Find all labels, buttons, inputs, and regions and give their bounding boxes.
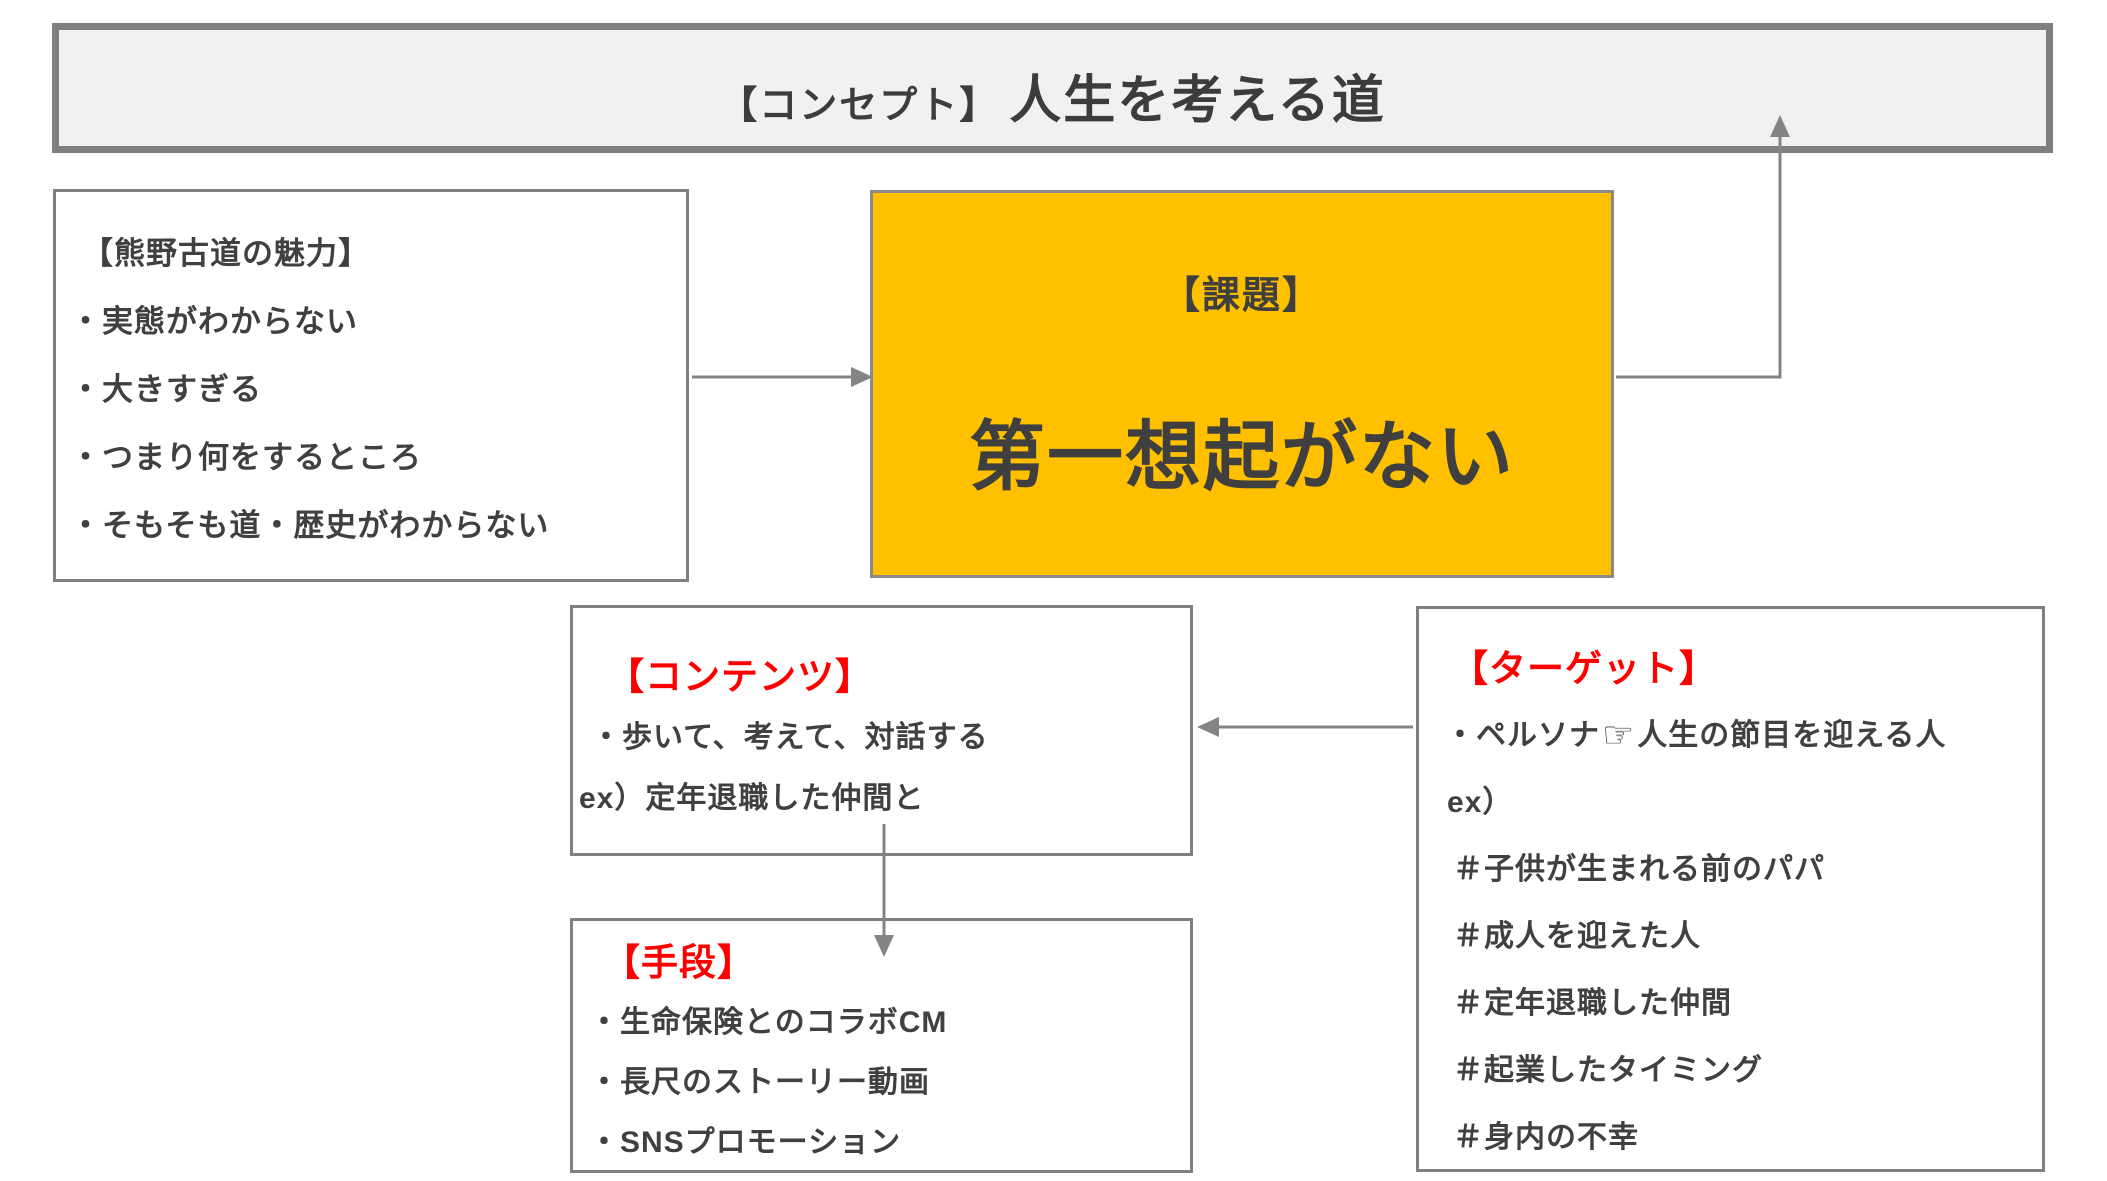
target-item: ＃定年退職した仲間 [1453, 986, 1732, 1020]
target-box: 【ターゲット】 ・ペルソナ ☞ 人生の節目を迎える人 ex） ＃子供が生まれる前… [1416, 606, 2045, 1172]
means-item: ・生命保険とのコラボCM [589, 1006, 948, 1039]
contents-item: ex）定年退職した仲間と [579, 781, 925, 815]
target-item: ＃子供が生まれる前のパパ [1453, 852, 1825, 886]
issue-box-label: 【課題】 [1161, 274, 1322, 317]
appeal-item: ・実態がわからない [70, 303, 358, 339]
target-persona-line: ・ペルソナ ☞ 人生の節目を迎える人 [1443, 698, 2042, 765]
issue-box-title: 第一想起がない [969, 414, 1515, 500]
target-box-heading: 【ターゲット】 [1451, 647, 1717, 689]
contents-box: 【コンテンツ】 ・歩いて、考えて、対話する ex）定年退職した仲間と [570, 605, 1193, 856]
concept-banner-title: 人生を考える道 [1009, 72, 1386, 130]
appeal-item: ・そもそも道・歴史がわからない [70, 507, 550, 543]
concept-banner: 【コンセプト】 人生を考える道 [52, 23, 2053, 153]
target-item: ＃成人を迎えた人 [1453, 919, 1701, 953]
appeal-item: ・大きすぎる [70, 371, 262, 407]
means-box: 【手段】 ・生命保険とのコラボCM ・長尺のストーリー動画 ・SNSプロモーショ… [570, 918, 1193, 1173]
arrow-target-to-contents-head [1197, 717, 1219, 737]
means-item: ・SNSプロモーション [589, 1126, 902, 1159]
pointing-hand-icon: ☞ [1602, 713, 1636, 755]
target-item: ＃身内の不幸 [1453, 1120, 1639, 1154]
appeal-item: ・つまり何をするところ [70, 439, 422, 475]
concept-banner-bracket-label: 【コンセプト】 [719, 85, 1000, 127]
target-item: ex） [1447, 785, 1514, 819]
appeal-box: 【熊野古道の魅力】 ・実態がわからない ・大きすぎる ・つまり何をするところ ・… [53, 189, 689, 582]
appeal-box-heading: 【熊野古道の魅力】 [82, 235, 370, 271]
target-persona-suffix: 人生の節目を迎える人 [1637, 718, 1947, 752]
connector-issue-to-banner-line [1616, 132, 1782, 379]
target-item: ＃起業したタイミング [1453, 1053, 1763, 1087]
means-item: ・長尺のストーリー動画 [589, 1066, 930, 1099]
issue-box: 【課題】 第一想起がない [870, 190, 1614, 578]
target-persona-prefix: ・ペルソナ [1445, 718, 1600, 752]
means-box-heading: 【手段】 [603, 942, 755, 983]
contents-item: ・歩いて、考えて、対話する [591, 720, 989, 754]
contents-box-heading: 【コンテンツ】 [607, 655, 873, 697]
